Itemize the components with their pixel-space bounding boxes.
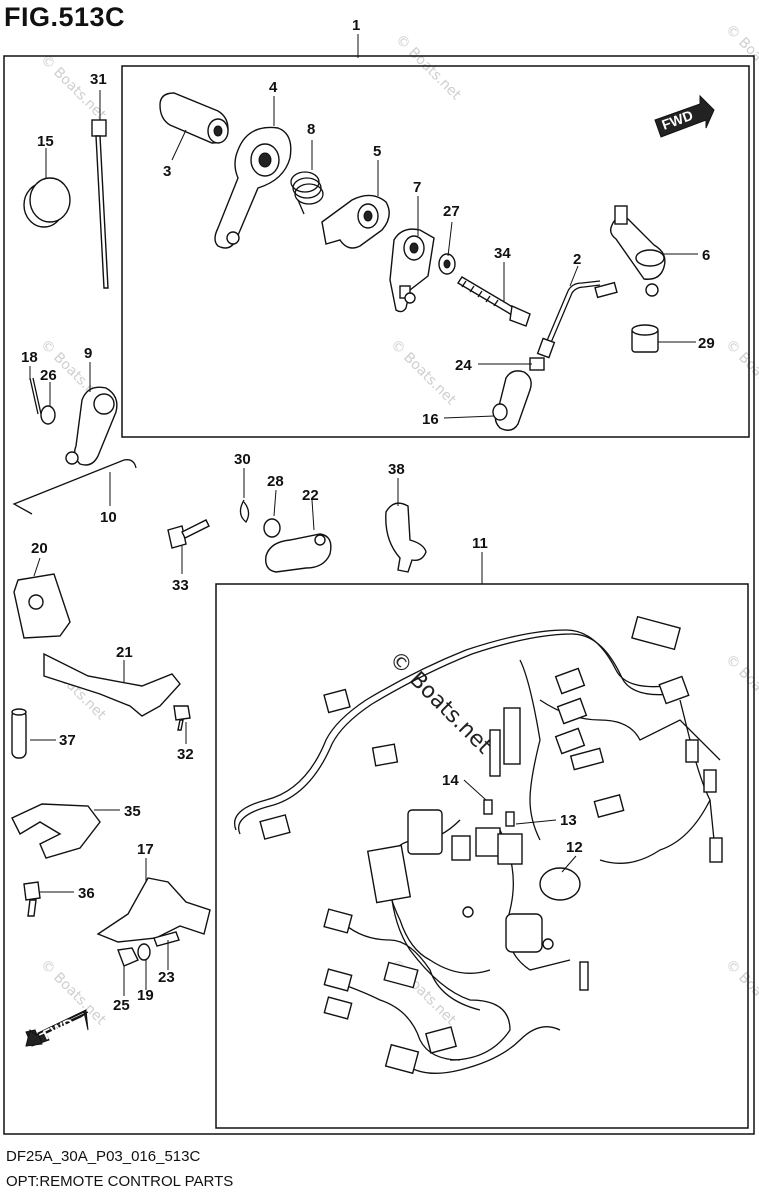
- callout-6: 6: [702, 247, 710, 264]
- svg-text:FWD: FWD: [41, 1015, 77, 1043]
- part-38-clamp: [385, 502, 427, 573]
- part-11-harness: [234, 615, 723, 1075]
- callout-28: 28: [267, 473, 284, 490]
- part-19-washer: [137, 943, 151, 961]
- part-32-screw: [173, 705, 191, 731]
- callout-26: 26: [40, 367, 57, 384]
- callout-21: 21: [116, 644, 133, 661]
- part-36-bolt: [23, 881, 41, 917]
- callout-30: 30: [234, 451, 251, 468]
- callout-19: 19: [137, 987, 154, 1004]
- part-7-bracket: [389, 228, 435, 313]
- callout-34: 34: [494, 245, 511, 262]
- leader-lines: [29, 34, 698, 996]
- callout-15: 15: [37, 133, 54, 150]
- part-8-spring: [290, 171, 324, 215]
- callout-8: 8: [307, 121, 315, 138]
- callout-36: 36: [78, 885, 95, 902]
- part-25-nut: [117, 947, 139, 967]
- callout-18: 18: [21, 349, 38, 366]
- part-16-joint: [492, 370, 532, 431]
- part-26-washer: [40, 405, 56, 425]
- callout-17: 17: [137, 841, 154, 858]
- figure-code: DF25A_30A_P03_016_513C: [6, 1148, 201, 1165]
- part-27-washer: [438, 253, 456, 275]
- callout-23: 23: [158, 969, 175, 986]
- part-15-grommet: [23, 177, 71, 228]
- callout-11: 11: [472, 535, 488, 552]
- callout-1: 1: [352, 17, 360, 34]
- callout-25: 25: [113, 997, 130, 1014]
- fwd-arrow-top: FWD: [654, 94, 715, 138]
- callout-labels: 1 2 3 4 5 6 7 8 9 10 11 12 13 14 15 16 1…: [21, 17, 715, 1014]
- fwd-arrow-bottom: FWD: [25, 1009, 89, 1047]
- callout-38: 38: [388, 461, 405, 478]
- callout-27: 27: [443, 203, 460, 220]
- part-2-rod: [536, 280, 618, 359]
- part-29-sleeve: [631, 324, 659, 353]
- callout-3: 3: [163, 163, 171, 180]
- part-31-cable-tie: [91, 119, 109, 289]
- watermark: © Boats.net: [392, 32, 464, 104]
- part-6-lever: [609, 205, 666, 297]
- callout-4: 4: [269, 79, 278, 96]
- figure-caption: OPT:REMOTE CONTROL PARTS: [6, 1173, 234, 1190]
- callout-5: 5: [373, 143, 381, 160]
- callout-14: 14: [442, 772, 459, 789]
- callout-29: 29: [698, 335, 715, 352]
- watermark-main: © Boats.net: [384, 647, 497, 760]
- watermark: © Boats.net: [387, 337, 459, 409]
- part-37-pin: [11, 708, 27, 759]
- callout-12: 12: [566, 839, 583, 856]
- watermark: © Boats.net: [37, 957, 109, 1029]
- part-28-washer: [263, 518, 281, 538]
- callout-9: 9: [84, 345, 92, 362]
- callout-2: 2: [573, 251, 581, 268]
- outer-frame: [3, 55, 755, 1135]
- part-3-bushing: [159, 92, 229, 144]
- callout-7: 7: [413, 179, 421, 196]
- part-21-bracket: [43, 652, 181, 717]
- part-35-plate: [11, 803, 101, 859]
- part-18-cotter-pin: [29, 377, 42, 415]
- callout-24: 24: [455, 357, 472, 374]
- part-34-bolt: [457, 276, 531, 327]
- figure-title: FIG.513C: [4, 2, 126, 32]
- callout-37: 37: [59, 732, 76, 749]
- part-22-link: [265, 533, 332, 573]
- part-17-bracket: [96, 877, 211, 943]
- callout-20: 20: [31, 540, 48, 557]
- callout-16: 16: [422, 411, 439, 428]
- part-33-bolt: [167, 519, 210, 549]
- part-24-nut: [529, 357, 545, 371]
- callout-35: 35: [124, 803, 141, 820]
- callout-33: 33: [172, 577, 189, 594]
- callout-32: 32: [177, 746, 194, 763]
- part-30-clip: [239, 499, 250, 523]
- assembly-1-frame: [121, 65, 750, 438]
- callout-10: 10: [100, 509, 117, 526]
- part-9-lever: [65, 386, 118, 466]
- part-4-lever: [214, 126, 292, 249]
- part-10-rod: [12, 459, 137, 515]
- part-23-stud: [153, 931, 180, 947]
- part-5-cam: [321, 194, 390, 249]
- part-20-damper: [13, 573, 71, 639]
- callout-22: 22: [302, 487, 319, 504]
- callout-13: 13: [560, 812, 577, 829]
- callout-31: 31: [90, 71, 107, 88]
